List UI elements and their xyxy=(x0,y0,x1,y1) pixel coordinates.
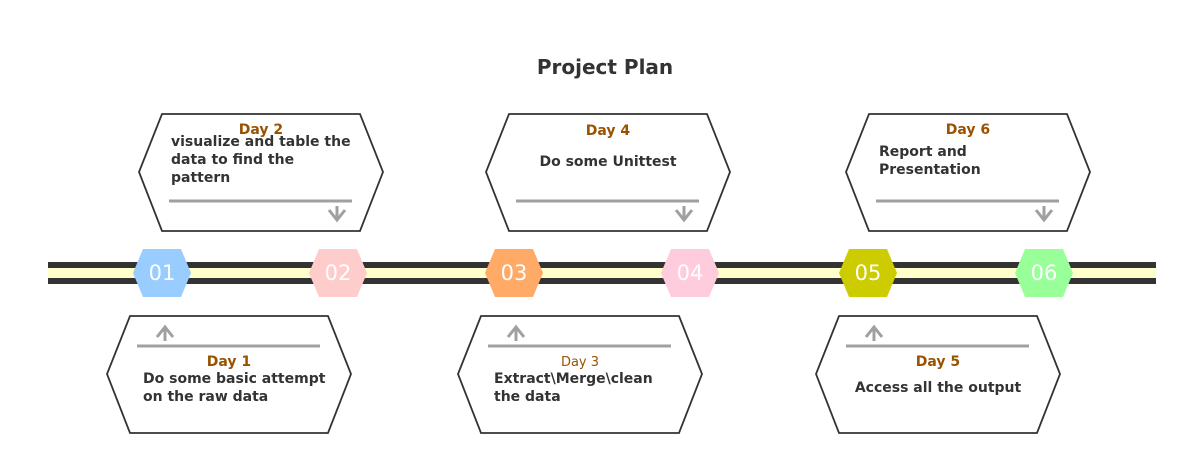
card-day-4-day-label: Day 4 xyxy=(585,123,631,139)
node-04-shape xyxy=(661,249,719,297)
timeline-node-02: 02 xyxy=(309,249,367,297)
node-02-shape xyxy=(309,249,367,297)
card-day-1: Day 1 Do some basic attempt on the raw d… xyxy=(106,315,352,434)
card-day-6-day-label: Day 6 xyxy=(945,122,991,138)
card-day-1-frame xyxy=(106,315,352,434)
chevron-up-icon xyxy=(864,324,884,341)
timeline-node-01: 01 xyxy=(133,249,191,297)
card-day-2-description: visualize and table the data to find the… xyxy=(171,134,351,186)
timeline-node-06: 06 xyxy=(1015,249,1073,297)
card-day-3-frame xyxy=(457,315,703,434)
card-day-2-day-label: Day 2 xyxy=(238,122,284,138)
node-06-shape xyxy=(1015,249,1073,297)
node-03-label: 03 xyxy=(500,261,528,285)
card-day-5-frame xyxy=(815,315,1061,434)
chevron-down-icon xyxy=(674,206,694,223)
chevron-down-icon xyxy=(327,206,347,223)
card-day-6-frame xyxy=(845,113,1091,232)
timeline-node-04: 04 xyxy=(661,249,719,297)
card-day-4-description: Do some Unittest xyxy=(539,154,677,170)
node-02-label: 02 xyxy=(324,261,352,285)
node-01-shape xyxy=(133,249,191,297)
node-03-shape xyxy=(485,249,543,297)
card-day-3-description: Extract\Merge\clean the data xyxy=(494,371,653,405)
card-day-2-frame xyxy=(138,113,384,232)
card-day-2: Day 2 visualize and table the data to fi… xyxy=(138,113,384,232)
timeline-node-05: 05 xyxy=(839,249,897,297)
card-day-6-description: Report and Presentation xyxy=(879,144,981,178)
card-day-3-day-label: Day 3 xyxy=(560,355,600,370)
node-01-label: 01 xyxy=(148,261,176,285)
card-day-1-day-label: Day 1 xyxy=(206,354,252,370)
card-day-4: Day 4 Do some Unittest xyxy=(485,113,731,232)
node-04-label: 04 xyxy=(676,261,704,285)
card-day-5-day-label: Day 5 xyxy=(915,354,961,370)
chevron-down-icon xyxy=(1034,206,1054,223)
card-day-6: Day 6 Report and Presentation xyxy=(845,113,1091,232)
chevron-up-icon xyxy=(155,324,175,341)
card-day-1-description: Do some basic attempt on the raw data xyxy=(143,371,326,405)
card-day-5: Day 5 Access all the output xyxy=(815,315,1061,434)
page-title: Project Plan xyxy=(536,55,674,79)
node-05-shape xyxy=(839,249,897,297)
card-day-4-frame xyxy=(485,113,731,232)
timeline-node-03: 03 xyxy=(485,249,543,297)
card-day-3: Day 3 Extract\Merge\clean the data xyxy=(457,315,703,434)
card-day-5-description: Access all the output xyxy=(854,380,1022,396)
node-05-label: 05 xyxy=(854,261,882,285)
chevron-up-icon xyxy=(506,324,526,341)
node-06-label: 06 xyxy=(1030,261,1058,285)
